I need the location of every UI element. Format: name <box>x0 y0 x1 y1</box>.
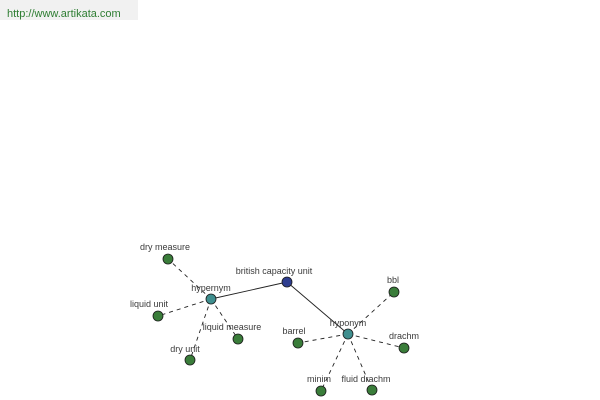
node-liquid-unit[interactable] <box>152 310 164 322</box>
label-british-capacity-unit: british capacity unit <box>236 266 313 276</box>
label-liquid-measure: liquid measure <box>203 322 262 332</box>
graph-edges <box>157 258 405 392</box>
node-drachm[interactable] <box>398 342 410 354</box>
label-bbl: bbl <box>387 275 399 285</box>
node-hyponym[interactable] <box>342 328 354 340</box>
label-drachm: drachm <box>389 331 419 341</box>
graph-labels: british capacity unit hypernym dry measure… <box>130 242 419 384</box>
graph-nodes <box>152 253 410 397</box>
edge-hypernym-liquid-measure <box>210 298 239 340</box>
node-fluid-drachm[interactable] <box>366 384 378 396</box>
edge-center-hypernym <box>210 281 288 300</box>
source-link[interactable]: http://www.artikata.com <box>7 8 121 20</box>
edge-hyponym-drachm <box>347 333 405 349</box>
node-liquid-measure[interactable] <box>232 333 244 345</box>
label-hyponym: hyponym <box>330 318 367 328</box>
label-dry-unit: dry unit <box>170 344 200 354</box>
edge-hyponym-fluid-drachm <box>347 333 373 391</box>
edge-hyponym-minim <box>320 333 349 392</box>
edge-hypernym-liquid-unit <box>157 298 212 317</box>
label-minim: minim <box>307 374 331 384</box>
node-hypernym[interactable] <box>205 293 217 305</box>
edge-center-hyponym <box>286 281 349 335</box>
label-hypernym: hypernym <box>191 283 231 293</box>
node-bbl[interactable] <box>388 286 400 298</box>
label-liquid-unit: liquid unit <box>130 299 169 309</box>
node-barrel[interactable] <box>292 337 304 349</box>
edge-hypernym-dry-unit <box>189 298 212 361</box>
node-dry-measure[interactable] <box>162 253 174 265</box>
node-minim[interactable] <box>315 385 327 397</box>
label-fluid-drachm: fluid drachm <box>341 374 390 384</box>
edge-hyponym-barrel <box>297 333 349 344</box>
label-dry-measure: dry measure <box>140 242 190 252</box>
node-british-capacity-unit[interactable] <box>281 276 293 288</box>
node-dry-unit[interactable] <box>184 354 196 366</box>
edge-hypernym-dry-measure <box>167 258 212 300</box>
edge-hyponym-bbl <box>347 291 395 335</box>
source-link-bar: http://www.artikata.com <box>0 0 138 20</box>
label-barrel: barrel <box>282 326 305 336</box>
